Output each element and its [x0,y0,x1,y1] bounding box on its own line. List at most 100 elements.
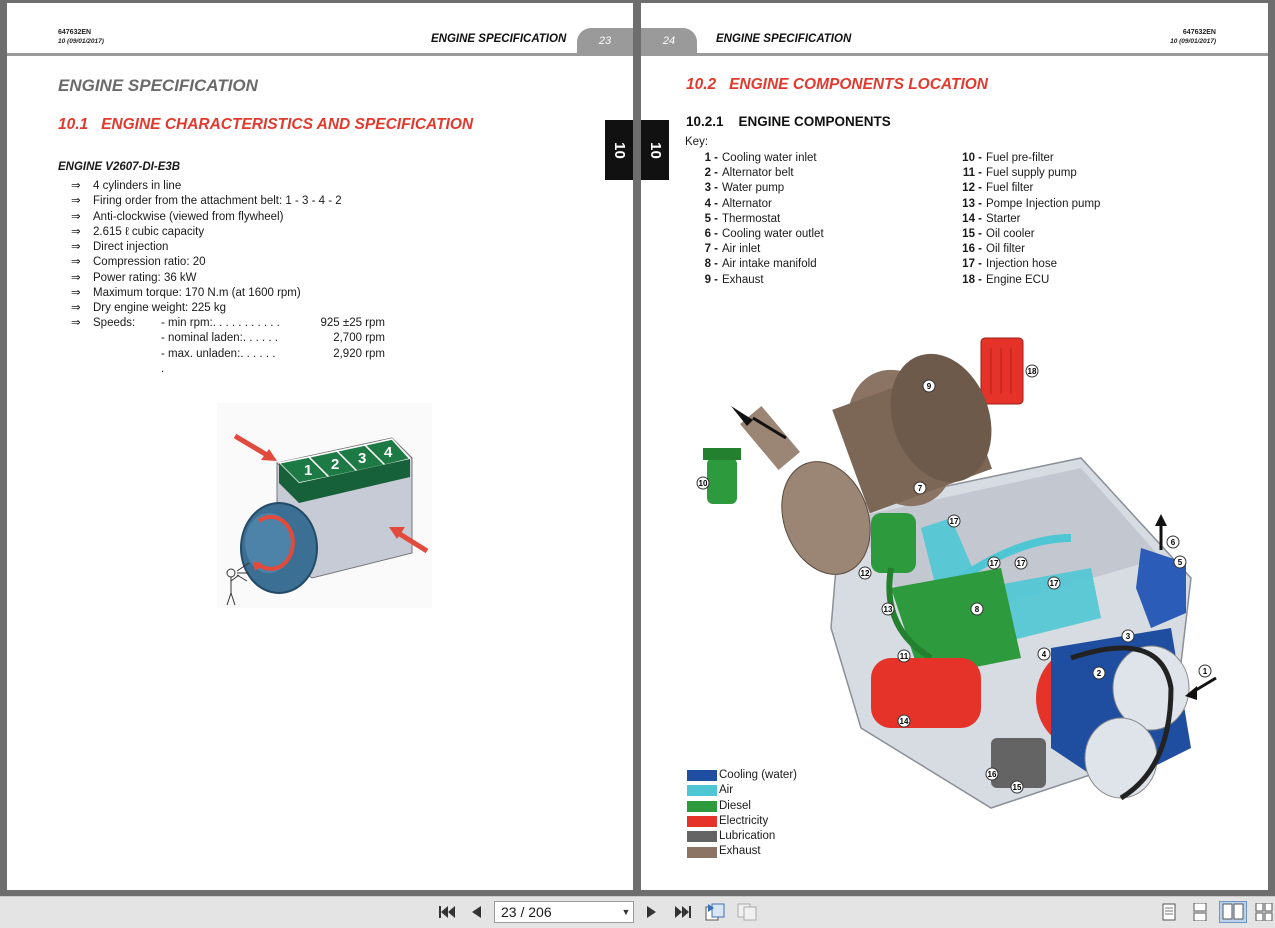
spec-list: ⇒ 4 cylinders in line ⇒Firing order from t… [71,179,342,317]
viewer-toolbar: 23 / 206 ▼ [0,896,1275,928]
continuous-view-icon[interactable] [1191,903,1209,921]
speeds-label [93,347,161,378]
callout: 4 [1037,647,1051,661]
legend-item: Electricity [687,814,797,829]
key-number: 12 - [962,182,982,195]
key-label: Key: [685,136,709,148]
red-arrow [393,528,429,554]
callout: 13 [881,602,895,616]
callout: 1 [1198,664,1212,678]
go-forward-view-button[interactable] [736,901,758,923]
spec-item: ⇒Power rating: 36 kW [71,271,342,286]
dropdown-arrow-icon[interactable]: ▼ [621,907,631,917]
key-item: 12 -Fuel filter [949,181,1100,196]
legend-item: Lubrication [687,829,797,844]
key-label-text: Alternator [722,197,772,210]
page-number-input[interactable]: 23 / 206 ▼ [494,901,634,923]
svg-text:10: 10 [699,479,708,488]
spec-text: 4 cylinders in line [93,180,182,192]
key-label-text: Oil filter [986,243,1025,256]
key-number: 8 - [704,258,718,271]
speed-row: - max. unladen:. . . . . . . 2,920 rpm [71,347,385,378]
alternator-belt [1070,645,1174,801]
key-item: 4 - Alternator [685,197,824,212]
bullet-arrow-icon: ⇒ [71,241,81,254]
key-number: 1 - [704,152,718,164]
previous-page-button[interactable] [466,901,486,923]
svg-text:17: 17 [1050,579,1059,588]
last-page-button[interactable] [672,901,694,923]
next-page-button[interactable] [642,901,662,923]
legend-item: Air [687,783,797,798]
key-number: 5 - [704,212,718,225]
diesel-system [703,448,1021,678]
fuel-prefilter [707,458,737,504]
svg-text:16: 16 [988,770,997,779]
key-label-text: Fuel supply pump [986,167,1077,180]
legend-label: Lubrication [719,830,776,843]
key-number: 10 - [962,152,982,164]
key-label-text: Oil cooler [986,228,1035,241]
legend-label: Diesel [719,799,751,812]
section-heading: 10.2 ENGINE COMPONENTS LOCATION [686,76,989,93]
cylinder-label: 2 [331,456,339,473]
key-label-text: Thermostat [722,212,781,225]
bullet-arrow-icon: ⇒ [71,256,81,269]
callout: 8 [970,602,984,616]
legend-swatch [687,831,717,843]
page-number: 24 [662,35,676,47]
key-number: 9 - [704,273,718,286]
continuous-facing-view-icon[interactable] [1255,903,1273,921]
firing-order-illustration: 1 2 3 4 [217,403,432,608]
svg-text:12: 12 [861,569,870,578]
cylinder-tiles: 1 2 3 4 [277,438,412,503]
svg-text:15: 15 [1013,783,1022,792]
header-title: ENGINE SPECIFICATION [716,33,852,45]
speeds-label [93,331,161,346]
spec-item: ⇒Firing order from the attachment belt: … [71,194,342,209]
speed-name: - max. unladen:. . . . . . . [161,347,276,375]
previous-page-icon [472,906,481,918]
callout: 17 [947,514,961,528]
doc-number: 647632EN [1182,29,1216,36]
callout: 17 [1047,576,1061,590]
key-label-text: Fuel pre-filter [986,152,1054,164]
last-page-icon [675,906,691,918]
key-number: 11 - [962,167,982,180]
key-item: 8 - Air intake manifold [685,257,824,272]
key-number: 4 - [704,197,718,210]
callout: 11 [897,649,911,663]
single-page-view-icon[interactable] [1160,903,1178,921]
facing-pages-view-icon [1222,903,1244,920]
speeds-label: Speeds: [93,317,136,329]
svg-text:17: 17 [990,559,999,568]
first-page-icon [439,906,455,918]
speed-value: 2,920 rpm [333,347,385,360]
page-indicator: 23 / 206 [501,904,552,920]
legend-item: Diesel [687,799,797,814]
doc-number: 647632EN [58,29,92,36]
first-page-button[interactable] [436,901,458,923]
callout: 10 [696,476,710,490]
key-number: 18 - [962,273,982,286]
legend-swatch [687,816,717,828]
bullet-arrow-icon: ⇒ [71,317,81,329]
page-title: ENGINE SPECIFICATION [58,76,258,95]
key-item: 13 -Pompe Injection pump [949,197,1100,212]
key-label-text: Air intake manifold [722,258,817,271]
facing-view-button[interactable] [1219,901,1247,923]
key-item: 9 -Exhaust [685,273,824,288]
legend-swatch [687,846,717,858]
legend-label: Cooling (water) [719,769,797,781]
go-back-view-button[interactable] [704,901,726,923]
page-number-tab: 23 [577,28,633,54]
engine-name: ENGINE V2607-DI-E3B [58,161,181,173]
key-label-text: Alternator belt [722,167,794,180]
key-number: 13 - [962,197,982,210]
callout: 3 [1121,629,1135,643]
chapter-tab-number: 10 [610,141,628,159]
key-item: 5 - Thermostat [685,212,824,227]
key-item: 2 -Alternator belt [685,166,824,181]
forward-view-icon [737,903,757,921]
